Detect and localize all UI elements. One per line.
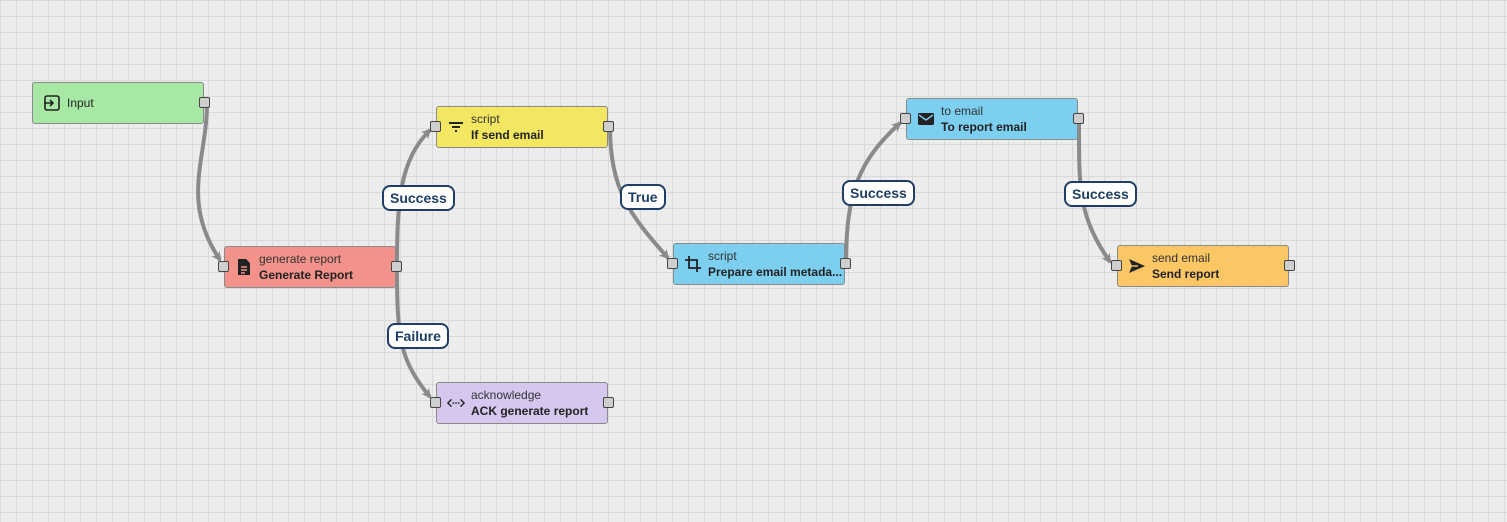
node-to-email-output-port[interactable]	[1073, 113, 1084, 124]
node-ack-output-port[interactable]	[603, 397, 614, 408]
edge-label-toemail-success[interactable]: Success	[1064, 181, 1137, 207]
node-input-label: Input	[67, 96, 94, 110]
node-type: to email	[941, 104, 984, 118]
node-send-output-port[interactable]	[1284, 260, 1295, 271]
node-input-output-port[interactable]	[199, 97, 210, 108]
node-type: acknowledge	[471, 388, 542, 402]
edge-label-generate-success[interactable]: Success	[382, 185, 455, 211]
node-if-send-email-input-port[interactable]	[430, 121, 441, 132]
node-type: script	[471, 112, 500, 126]
node-name: ACK generate report	[471, 404, 589, 418]
transform-icon	[684, 255, 702, 273]
document-icon	[235, 258, 253, 276]
node-type: generate report	[259, 252, 342, 266]
node-name: Generate Report	[259, 268, 354, 282]
node-send-input-port[interactable]	[1111, 260, 1122, 271]
node-if-send-email-output-port[interactable]	[603, 121, 614, 132]
node-prepare-output-port[interactable]	[840, 258, 851, 269]
node-to-email-input-port[interactable]	[900, 113, 911, 124]
filter-icon	[447, 118, 465, 136]
node-generate-report[interactable]: generate report Generate Report	[218, 246, 402, 288]
node-name: To report email	[941, 120, 1027, 134]
node-generate-report-output-port[interactable]	[391, 261, 402, 272]
node-type: script	[708, 249, 737, 263]
edge-input-to-generate[interactable]	[196, 102, 222, 262]
node-ack-input-port[interactable]	[430, 397, 441, 408]
node-prepare-email-metadata[interactable]: script Prepare email metada...	[667, 243, 851, 285]
edge-label-prepare-success[interactable]: Success	[842, 180, 915, 206]
node-name: Send report	[1152, 267, 1220, 281]
node-if-send-email[interactable]: script If send email	[430, 106, 614, 148]
node-to-report-email[interactable]: to email To report email	[900, 98, 1084, 140]
node-send-report[interactable]: send email Send report	[1111, 245, 1295, 287]
node-input[interactable]: Input	[32, 82, 210, 124]
code-dots-icon	[447, 394, 465, 412]
input-icon	[43, 94, 61, 112]
node-name: If send email	[471, 128, 544, 142]
node-type: send email	[1152, 251, 1211, 265]
edge-generate-to-if[interactable]	[395, 128, 432, 268]
edge-label-if-true[interactable]: True	[620, 184, 666, 210]
edge-prepare-to-toemail[interactable]	[844, 121, 902, 265]
node-name: Prepare email metada...	[708, 265, 843, 279]
node-prepare-input-port[interactable]	[667, 258, 678, 269]
node-generate-report-input-port[interactable]	[218, 261, 229, 272]
node-ack-generate-report[interactable]: acknowledge ACK generate report	[430, 382, 614, 424]
send-icon	[1128, 257, 1146, 275]
mail-icon	[917, 110, 935, 128]
edge-label-generate-failure[interactable]: Failure	[387, 323, 449, 349]
